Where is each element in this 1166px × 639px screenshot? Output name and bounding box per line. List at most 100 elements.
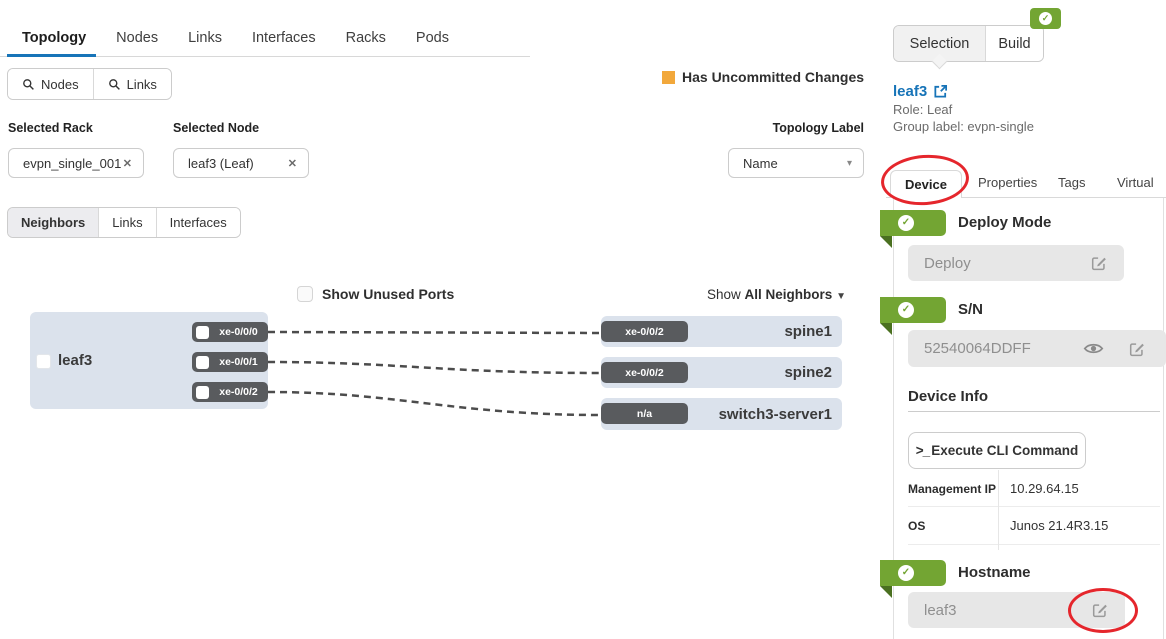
- ribbon-fold: [880, 586, 892, 598]
- neighbor-name: spine1: [784, 323, 832, 340]
- show-unused-ports-checkbox[interactable]: [297, 286, 313, 302]
- os-row: OS Junos 21.4R3.15: [908, 507, 1160, 544]
- topology-label-label: Topology Label: [772, 121, 864, 135]
- check-icon: ✓: [1039, 12, 1052, 25]
- selected-node-title-link[interactable]: leaf3: [893, 83, 948, 100]
- node-leaf3-checkbox[interactable]: [36, 354, 51, 369]
- edit-deploy-mode-icon[interactable]: [1090, 254, 1108, 272]
- sn-title: S/N: [958, 301, 984, 318]
- ribbon-fold: [880, 323, 892, 335]
- neighbor-name: switch3-server1: [718, 405, 832, 423]
- deploy-mode-title: Deploy Mode: [958, 214, 1052, 231]
- port-label: xe-0/0/1: [219, 356, 258, 368]
- tab-pods[interactable]: Pods: [415, 30, 449, 46]
- hostname-status-ribbon: ✓: [880, 560, 946, 586]
- search-nodes-label: Nodes: [41, 76, 79, 92]
- deploy-mode-status-ribbon: ✓: [880, 210, 946, 236]
- selected-node-value: leaf3 (Leaf): [188, 155, 254, 171]
- show-unused-ports-control: Show Unused Ports: [297, 286, 454, 302]
- neighbor-switch3-server1-box[interactable]: n/a switch3-server1: [601, 398, 842, 430]
- selected-node-label: Selected Node: [173, 121, 260, 135]
- port-xe-0-0-2[interactable]: xe-0/0/2: [192, 382, 268, 402]
- topology-label-select[interactable]: Name ▾: [728, 148, 864, 178]
- port-checkbox[interactable]: [196, 355, 209, 369]
- topology-label-value: Name: [743, 155, 778, 171]
- check-icon: ✓: [898, 215, 914, 231]
- selected-rack-select[interactable]: evpn_single_001 ✕: [8, 148, 144, 178]
- tab-racks[interactable]: Racks: [345, 30, 386, 46]
- search-links-button[interactable]: Links: [93, 69, 171, 99]
- deploy-mode-field: Deploy: [908, 245, 1124, 281]
- neighbor-spine1-box[interactable]: xe-0/0/2 spine1: [601, 316, 842, 347]
- port-xe-0-0-1[interactable]: xe-0/0/1: [192, 352, 268, 372]
- tab-properties[interactable]: Properties: [978, 175, 1038, 190]
- active-tab-underline: [7, 54, 96, 57]
- node-role-text: Role: Leaf: [893, 102, 953, 117]
- tab-device[interactable]: Device: [890, 170, 962, 198]
- neighbor-port-pill: xe-0/0/2: [601, 362, 688, 383]
- tab-build[interactable]: Build: [986, 26, 1043, 61]
- deploy-mode-value: Deploy: [924, 254, 971, 272]
- tab-nodes[interactable]: Nodes: [116, 30, 159, 46]
- build-status-badge: ✓: [1030, 8, 1061, 29]
- row-divider: [908, 544, 1160, 545]
- neighbor-spine2-box[interactable]: xe-0/0/2 spine2: [601, 357, 842, 388]
- external-link-icon[interactable]: [933, 84, 948, 99]
- search-nodes-button[interactable]: Nodes: [8, 69, 94, 99]
- subtab-neighbors[interactable]: Neighbors: [8, 208, 100, 237]
- neighbor-name: spine2: [784, 364, 832, 381]
- search-icon: [108, 78, 120, 90]
- clear-rack-icon[interactable]: ✕: [122, 157, 132, 170]
- edit-sn-icon[interactable]: [1128, 340, 1146, 358]
- hostname-title: Hostname: [958, 564, 1031, 581]
- port-checkbox[interactable]: [196, 325, 209, 339]
- panel-left-border: [893, 198, 894, 639]
- show-unused-ports-label: Show Unused Ports: [322, 286, 455, 302]
- check-icon: ✓: [898, 565, 914, 581]
- reveal-sn-eye-icon[interactable]: [1083, 341, 1104, 356]
- node-leaf3-box[interactable]: leaf3 xe-0/0/0 xe-0/0/1 xe-0/0/2: [30, 312, 268, 409]
- selected-rack-value: evpn_single_001: [23, 155, 122, 171]
- edit-hostname-icon[interactable]: [1091, 601, 1109, 619]
- port-checkbox[interactable]: [196, 385, 209, 399]
- show-filter-value: All Neighbors: [744, 287, 833, 302]
- selected-rack-label: Selected Rack: [8, 121, 93, 135]
- tab-topology[interactable]: Topology: [22, 30, 87, 46]
- uncommitted-changes-label: Has Uncommitted Changes: [682, 69, 865, 85]
- execute-cli-button[interactable]: >_ Execute CLI Command: [908, 432, 1086, 469]
- tab-interfaces[interactable]: Interfaces: [251, 30, 316, 46]
- management-ip-row: Management IP 10.29.64.15: [908, 470, 1160, 507]
- show-neighbors-dropdown[interactable]: Show All Neighbors ▼: [707, 287, 846, 302]
- check-icon: ✓: [898, 302, 914, 318]
- panel-right-border: [1163, 198, 1164, 639]
- row-divider: [908, 506, 1160, 507]
- tab-links[interactable]: Links: [188, 30, 222, 46]
- view-tab-group: Neighbors Links Interfaces: [7, 207, 241, 238]
- terminal-icon: >_: [915, 443, 930, 458]
- sn-field: 52540064DDFF: [908, 330, 1166, 367]
- main-tab-bar: Topology Nodes Links Interfaces Racks Po…: [7, 24, 464, 60]
- subtab-interfaces[interactable]: Interfaces: [156, 208, 240, 237]
- selected-node-select[interactable]: leaf3 (Leaf) ✕: [173, 148, 309, 178]
- port-label: xe-0/0/0: [219, 326, 258, 338]
- device-info-divider: [908, 411, 1160, 412]
- port-xe-0-0-0[interactable]: xe-0/0/0: [192, 322, 268, 342]
- management-ip-label: Management IP: [908, 481, 997, 496]
- uncommitted-changes-swatch: [662, 70, 675, 84]
- detail-tab-divider: [886, 197, 1166, 198]
- management-ip-value: 10.29.64.15: [1010, 481, 1079, 496]
- execute-cli-label: Execute CLI Command: [931, 443, 1079, 458]
- sn-value: 52540064DDFF: [924, 340, 1031, 357]
- neighbor-port-pill: n/a: [601, 403, 688, 424]
- uncommitted-changes-legend: Has Uncommitted Changes: [662, 69, 864, 85]
- port-label: xe-0/0/2: [219, 386, 258, 398]
- tab-virtual[interactable]: Virtual: [1117, 175, 1154, 190]
- tab-tags[interactable]: Tags: [1058, 175, 1086, 190]
- clear-node-icon[interactable]: ✕: [287, 157, 297, 170]
- link-connectors: [268, 330, 601, 417]
- search-links-label: Links: [126, 76, 157, 92]
- chevron-down-icon: ▾: [846, 157, 852, 169]
- node-leaf3-label: leaf3: [58, 352, 93, 369]
- hostname-field: leaf3: [908, 592, 1125, 628]
- subtab-links[interactable]: Links: [99, 208, 157, 237]
